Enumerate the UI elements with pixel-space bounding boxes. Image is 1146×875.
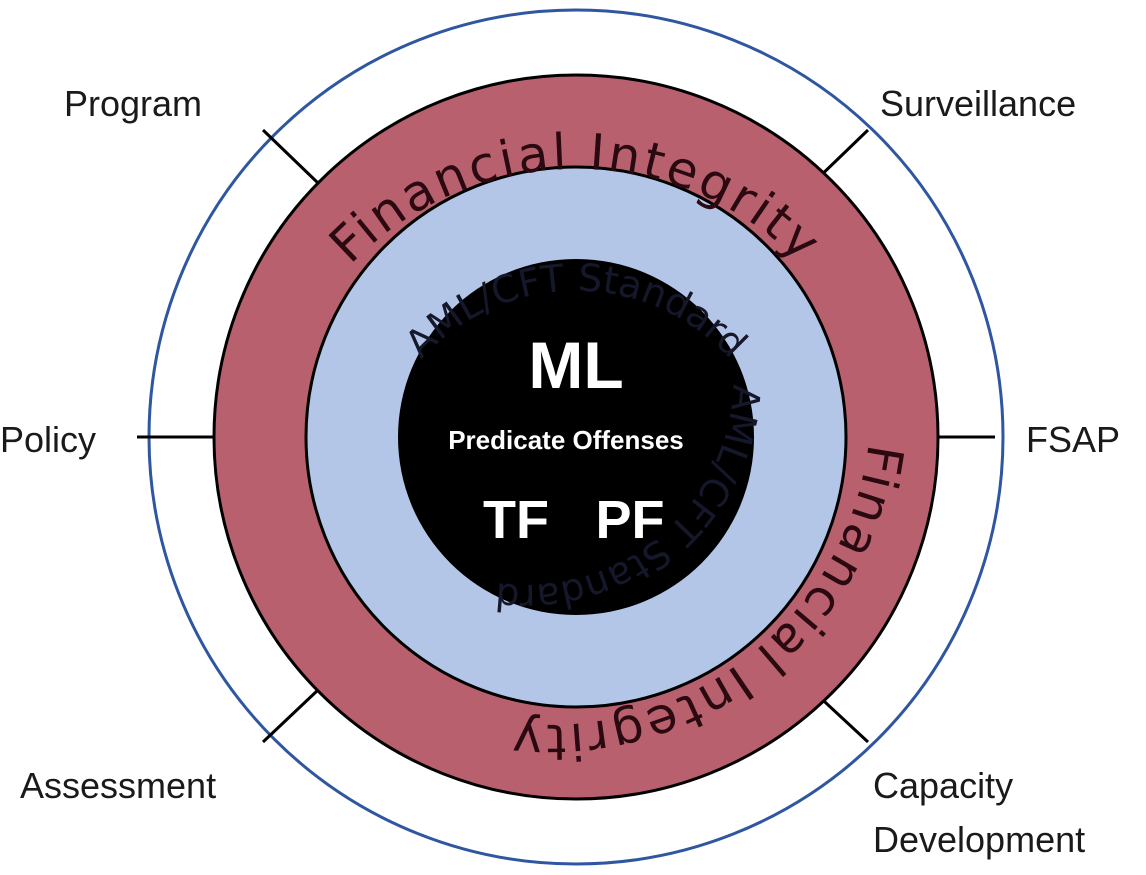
divider-program — [261, 128, 320, 185]
label-capacity-line2: Development — [873, 819, 1085, 860]
label-policy: Policy — [0, 419, 96, 460]
core-tf-label: TF — [483, 490, 549, 550]
core-circle — [398, 259, 754, 615]
core-ml-label: ML — [528, 328, 623, 402]
label-surveillance: Surveillance — [880, 83, 1076, 124]
core-predicate-label: Predicate Offenses — [448, 425, 684, 455]
label-fsap: FSAP — [1026, 419, 1120, 460]
divider-assessment — [261, 688, 320, 744]
label-capacity-line1: Capacity — [873, 765, 1013, 806]
label-assessment: Assessment — [20, 765, 216, 806]
label-program: Program — [64, 83, 202, 124]
core-pf-label: PF — [595, 490, 664, 550]
